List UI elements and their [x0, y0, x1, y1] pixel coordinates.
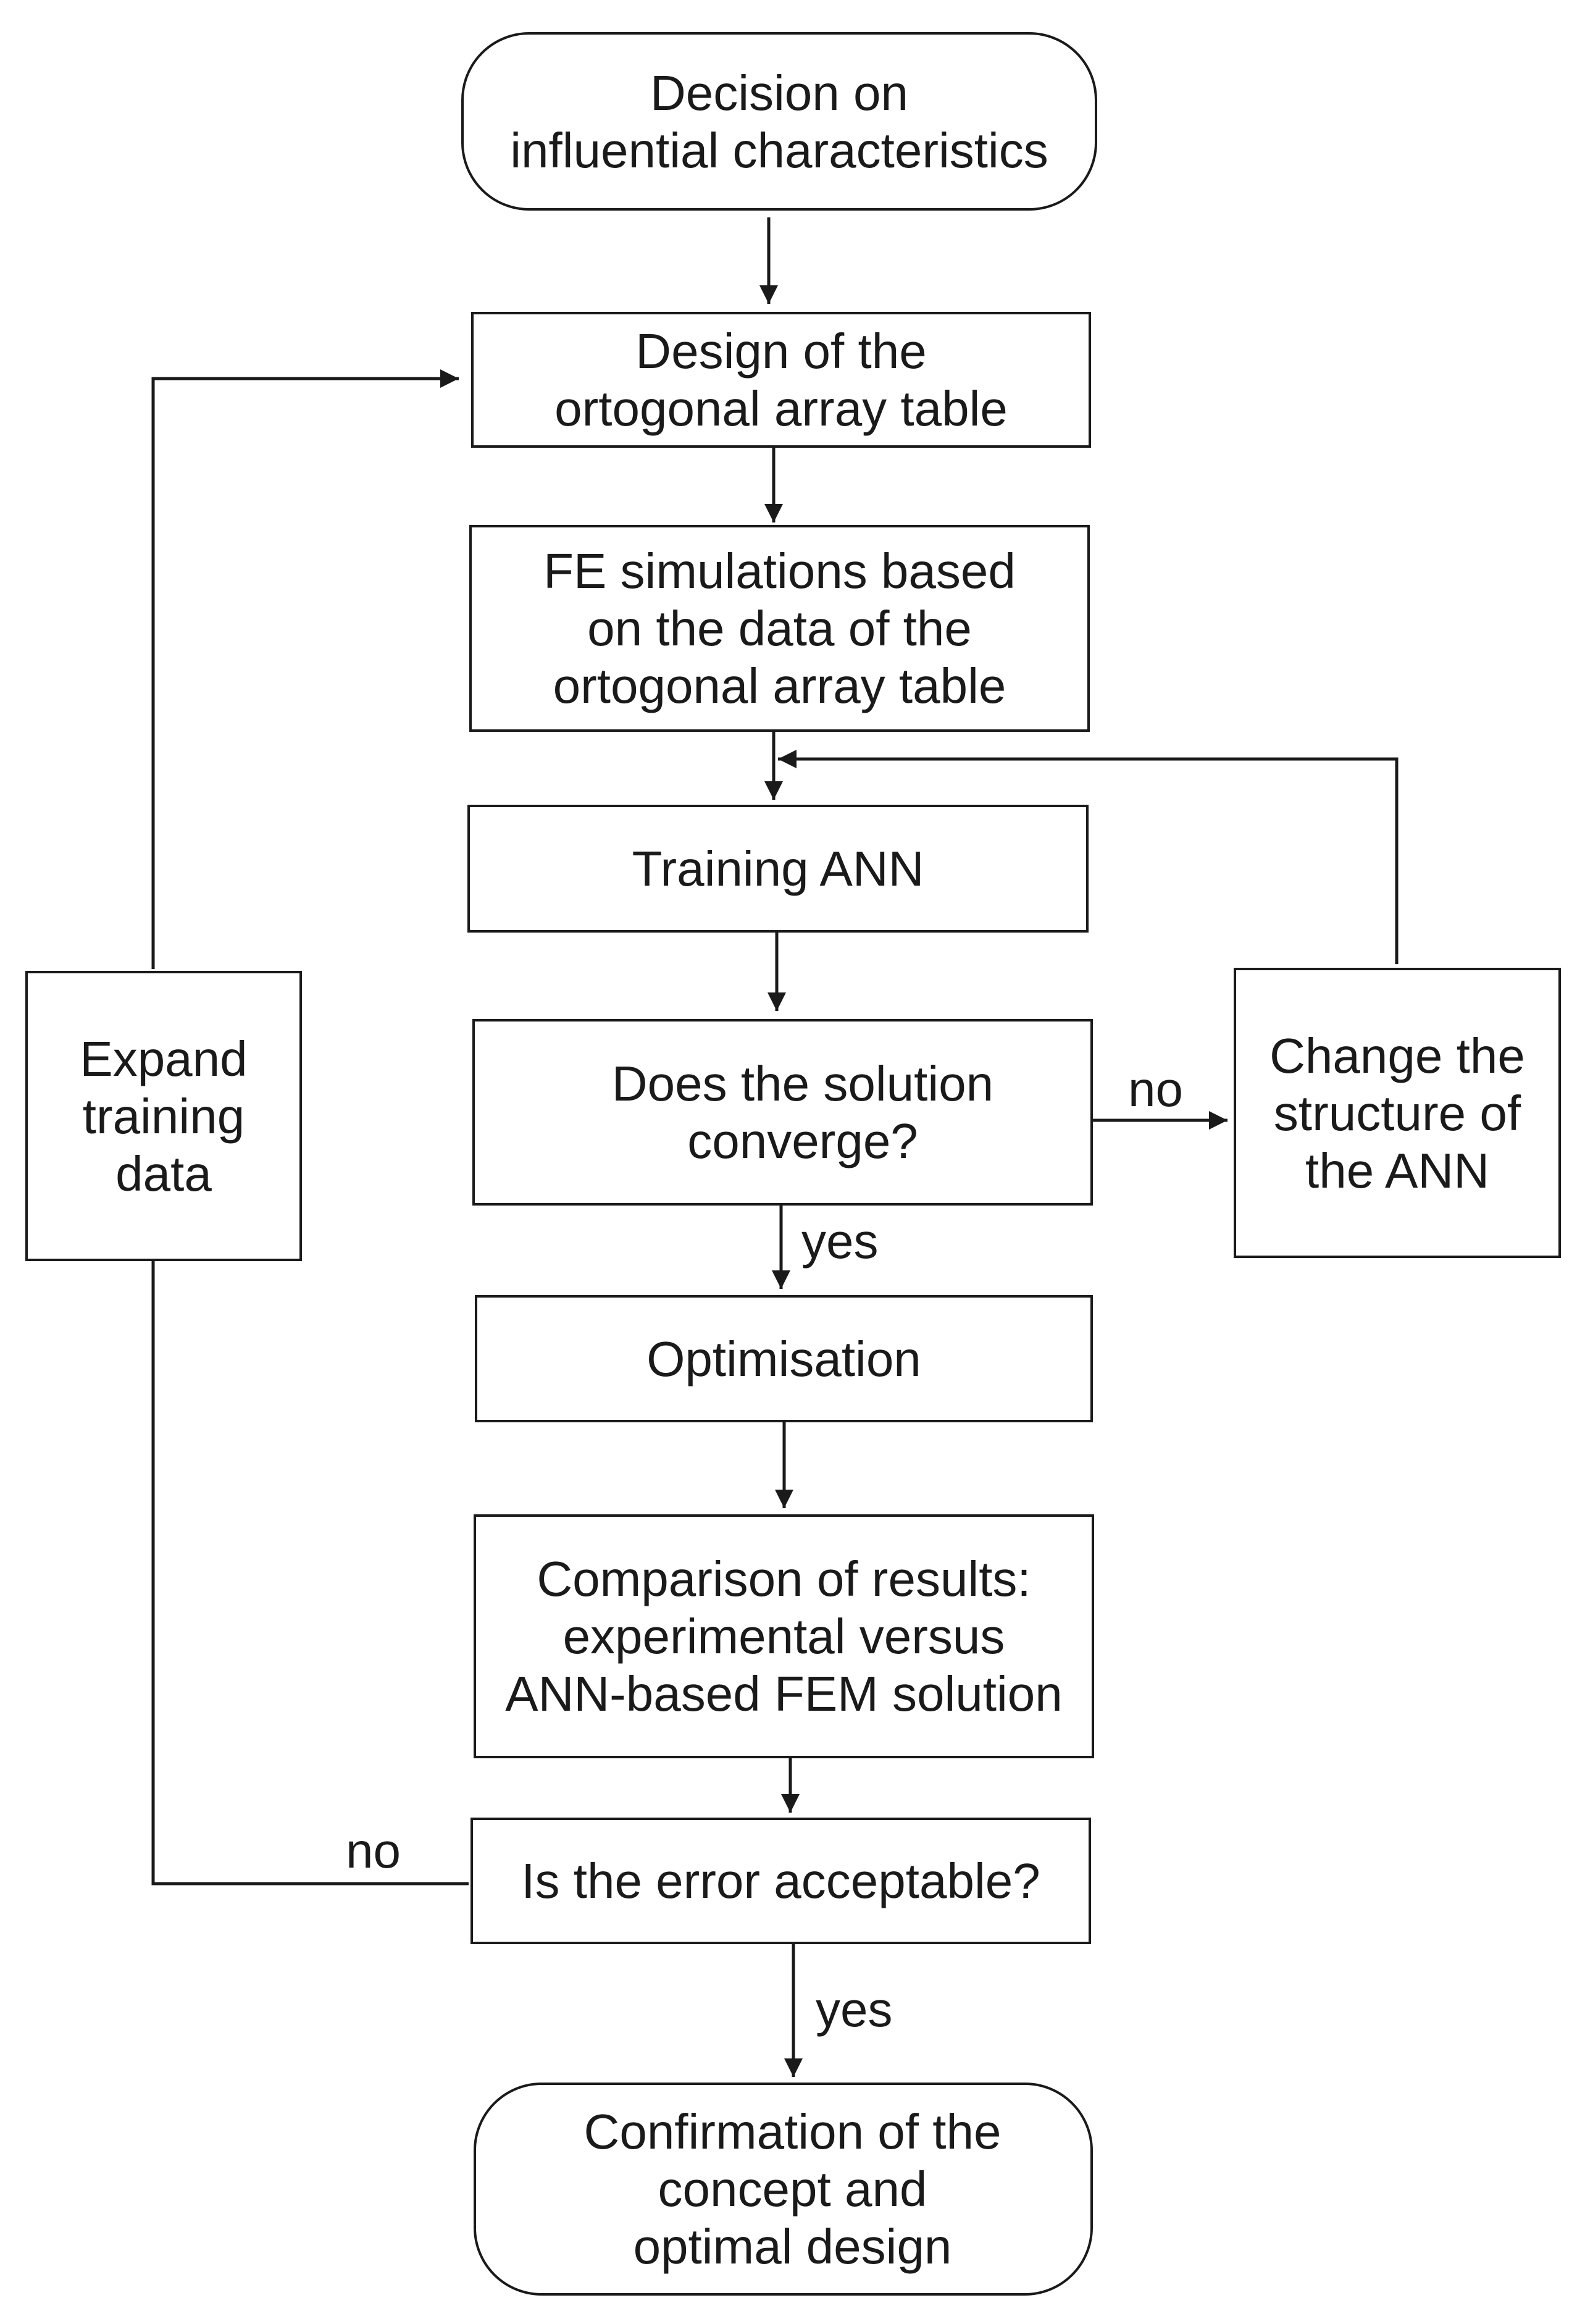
error-check-label: Is the error acceptable?: [521, 1853, 1040, 1908]
comparison-line-3: ANN-based FEM solution: [505, 1666, 1063, 1721]
start-line-2: influential characteristics: [510, 122, 1048, 178]
end-line-2: concept and: [658, 2162, 927, 2217]
change-structure-node: Change the structure of the ANN: [1234, 968, 1561, 1258]
optimisation-node: Optimisation: [475, 1295, 1093, 1422]
change-structure-line-3: the ANN: [1305, 1143, 1489, 1198]
end-node: Confirmation of the concept and optimal …: [474, 2083, 1093, 2296]
converge-check-line-1: Does the solution: [611, 1056, 994, 1111]
fe-simulations-line-2: on the data of the: [587, 601, 972, 656]
fe-simulations-node: FE simulations based on the data of the …: [469, 525, 1090, 732]
expand-data-line-2: training: [82, 1088, 245, 1144]
arrow-expand-to-design: [151, 369, 459, 969]
optimisation-label: Optimisation: [646, 1331, 921, 1386]
converge-no-label: no: [1128, 1062, 1183, 1117]
converge-check-line-2: converge?: [687, 1114, 918, 1168]
fe-simulations-line-1: FE simulations based: [543, 543, 1016, 598]
start-line-1: Decision on: [650, 65, 908, 120]
end-line-3: optimal design: [633, 2219, 952, 2274]
error-yes-label: yes: [816, 1982, 893, 2037]
design-array-line-1: Design of the: [635, 324, 927, 379]
start-node: Decision on influential characteristics: [461, 32, 1097, 211]
training-ann-node: Training ANN: [467, 805, 1089, 933]
arrow-change-back-to-training: [778, 750, 1399, 964]
training-ann-label: Training ANN: [632, 841, 924, 896]
change-structure-line-2: structure of: [1273, 1085, 1521, 1141]
end-line-1: Confirmation of the: [583, 2104, 1002, 2159]
design-array-node: Design of the ortogonal array table: [471, 312, 1091, 448]
converge-yes-label: yes: [801, 1214, 879, 1269]
expand-data-line-1: Expand: [80, 1031, 248, 1086]
expand-data-line-3: data: [115, 1146, 212, 1201]
error-check-node: Is the error acceptable?: [470, 1818, 1091, 1944]
arrow-error-no-to-expand: [151, 1260, 469, 1886]
design-array-line-2: ortogonal array table: [554, 381, 1008, 436]
change-structure-line-1: Change the: [1269, 1028, 1525, 1083]
converge-check-node: Does the solution converge?: [472, 1019, 1093, 1206]
comparison-node: Comparison of results: experimental vers…: [474, 1514, 1094, 1758]
comparison-line-2: experimental versus: [562, 1609, 1005, 1664]
expand-data-node: Expand training data: [25, 971, 302, 1261]
comparison-line-1: Comparison of results:: [537, 1551, 1031, 1606]
error-no-label: no: [346, 1823, 401, 1878]
fe-simulations-line-3: ortogonal array table: [553, 658, 1006, 713]
